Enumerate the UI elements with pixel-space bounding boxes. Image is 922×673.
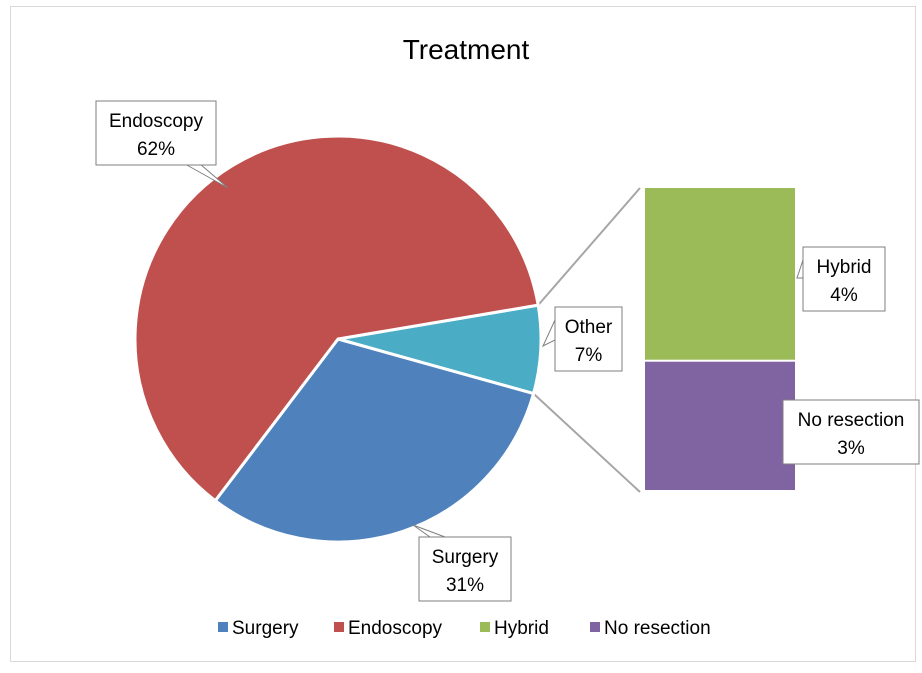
data-label-hybrid: Hybrid 4% <box>796 246 886 312</box>
data-labels: Endoscopy 62% Surgery 31% Other 7% Hybrid 4% No … <box>95 100 920 602</box>
data-label-no-resection: No resection 3% <box>782 399 920 465</box>
connector-line-top <box>537 187 641 306</box>
pie-slice-endoscopy <box>133 134 540 503</box>
data-label-other: Other 7% <box>541 306 623 372</box>
label-value: 3% <box>837 438 865 459</box>
data-label-endoscopy: Endoscopy 62% <box>95 100 229 189</box>
callout-pointer <box>412 524 446 538</box>
callout-box <box>802 246 886 312</box>
legend-swatch <box>480 622 490 632</box>
label-category: Endoscopy <box>109 111 204 132</box>
legend-swatch <box>334 622 344 632</box>
legend-label: Surgery <box>232 618 299 639</box>
label-value: 62% <box>137 139 175 160</box>
secondary-bar <box>645 188 795 490</box>
callout-box <box>554 306 623 372</box>
label-value: 4% <box>830 285 858 306</box>
label-value: 31% <box>446 575 484 596</box>
pie-slice-surgery <box>213 337 536 544</box>
label-value: 7% <box>575 345 603 366</box>
bar-segment-no-resection <box>645 361 795 490</box>
legend-label: Hybrid <box>494 618 549 639</box>
legend-item-endoscopy: Endoscopy <box>334 618 443 639</box>
callout-box <box>418 536 512 602</box>
legend-label: Endoscopy <box>348 618 443 639</box>
legend-item-hybrid: Hybrid <box>480 618 549 639</box>
pie <box>133 134 543 544</box>
callout-box <box>95 100 217 166</box>
chart-area <box>10 6 916 662</box>
label-category: Surgery <box>432 547 499 568</box>
callout-pointer <box>541 319 556 348</box>
legend-swatch <box>218 622 228 632</box>
legend-swatch <box>590 622 600 632</box>
legend-item-no-resection: No resection <box>590 618 711 639</box>
chart-title: Treatment <box>403 34 530 65</box>
callout-pointer <box>796 259 804 279</box>
bar-segment-hybrid <box>645 188 795 360</box>
data-label-surgery: Surgery 31% <box>412 524 512 602</box>
callout-box <box>782 399 920 465</box>
connector-line-bottom <box>532 392 641 493</box>
legend-item-surgery: Surgery <box>218 618 299 639</box>
connector-lines <box>532 187 641 493</box>
label-category: No resection <box>798 410 905 431</box>
label-category: Hybrid <box>817 257 872 278</box>
label-category: Other <box>565 317 613 338</box>
legend: Surgery Endoscopy Hybrid No resection <box>218 618 711 639</box>
legend-label: No resection <box>604 618 711 639</box>
